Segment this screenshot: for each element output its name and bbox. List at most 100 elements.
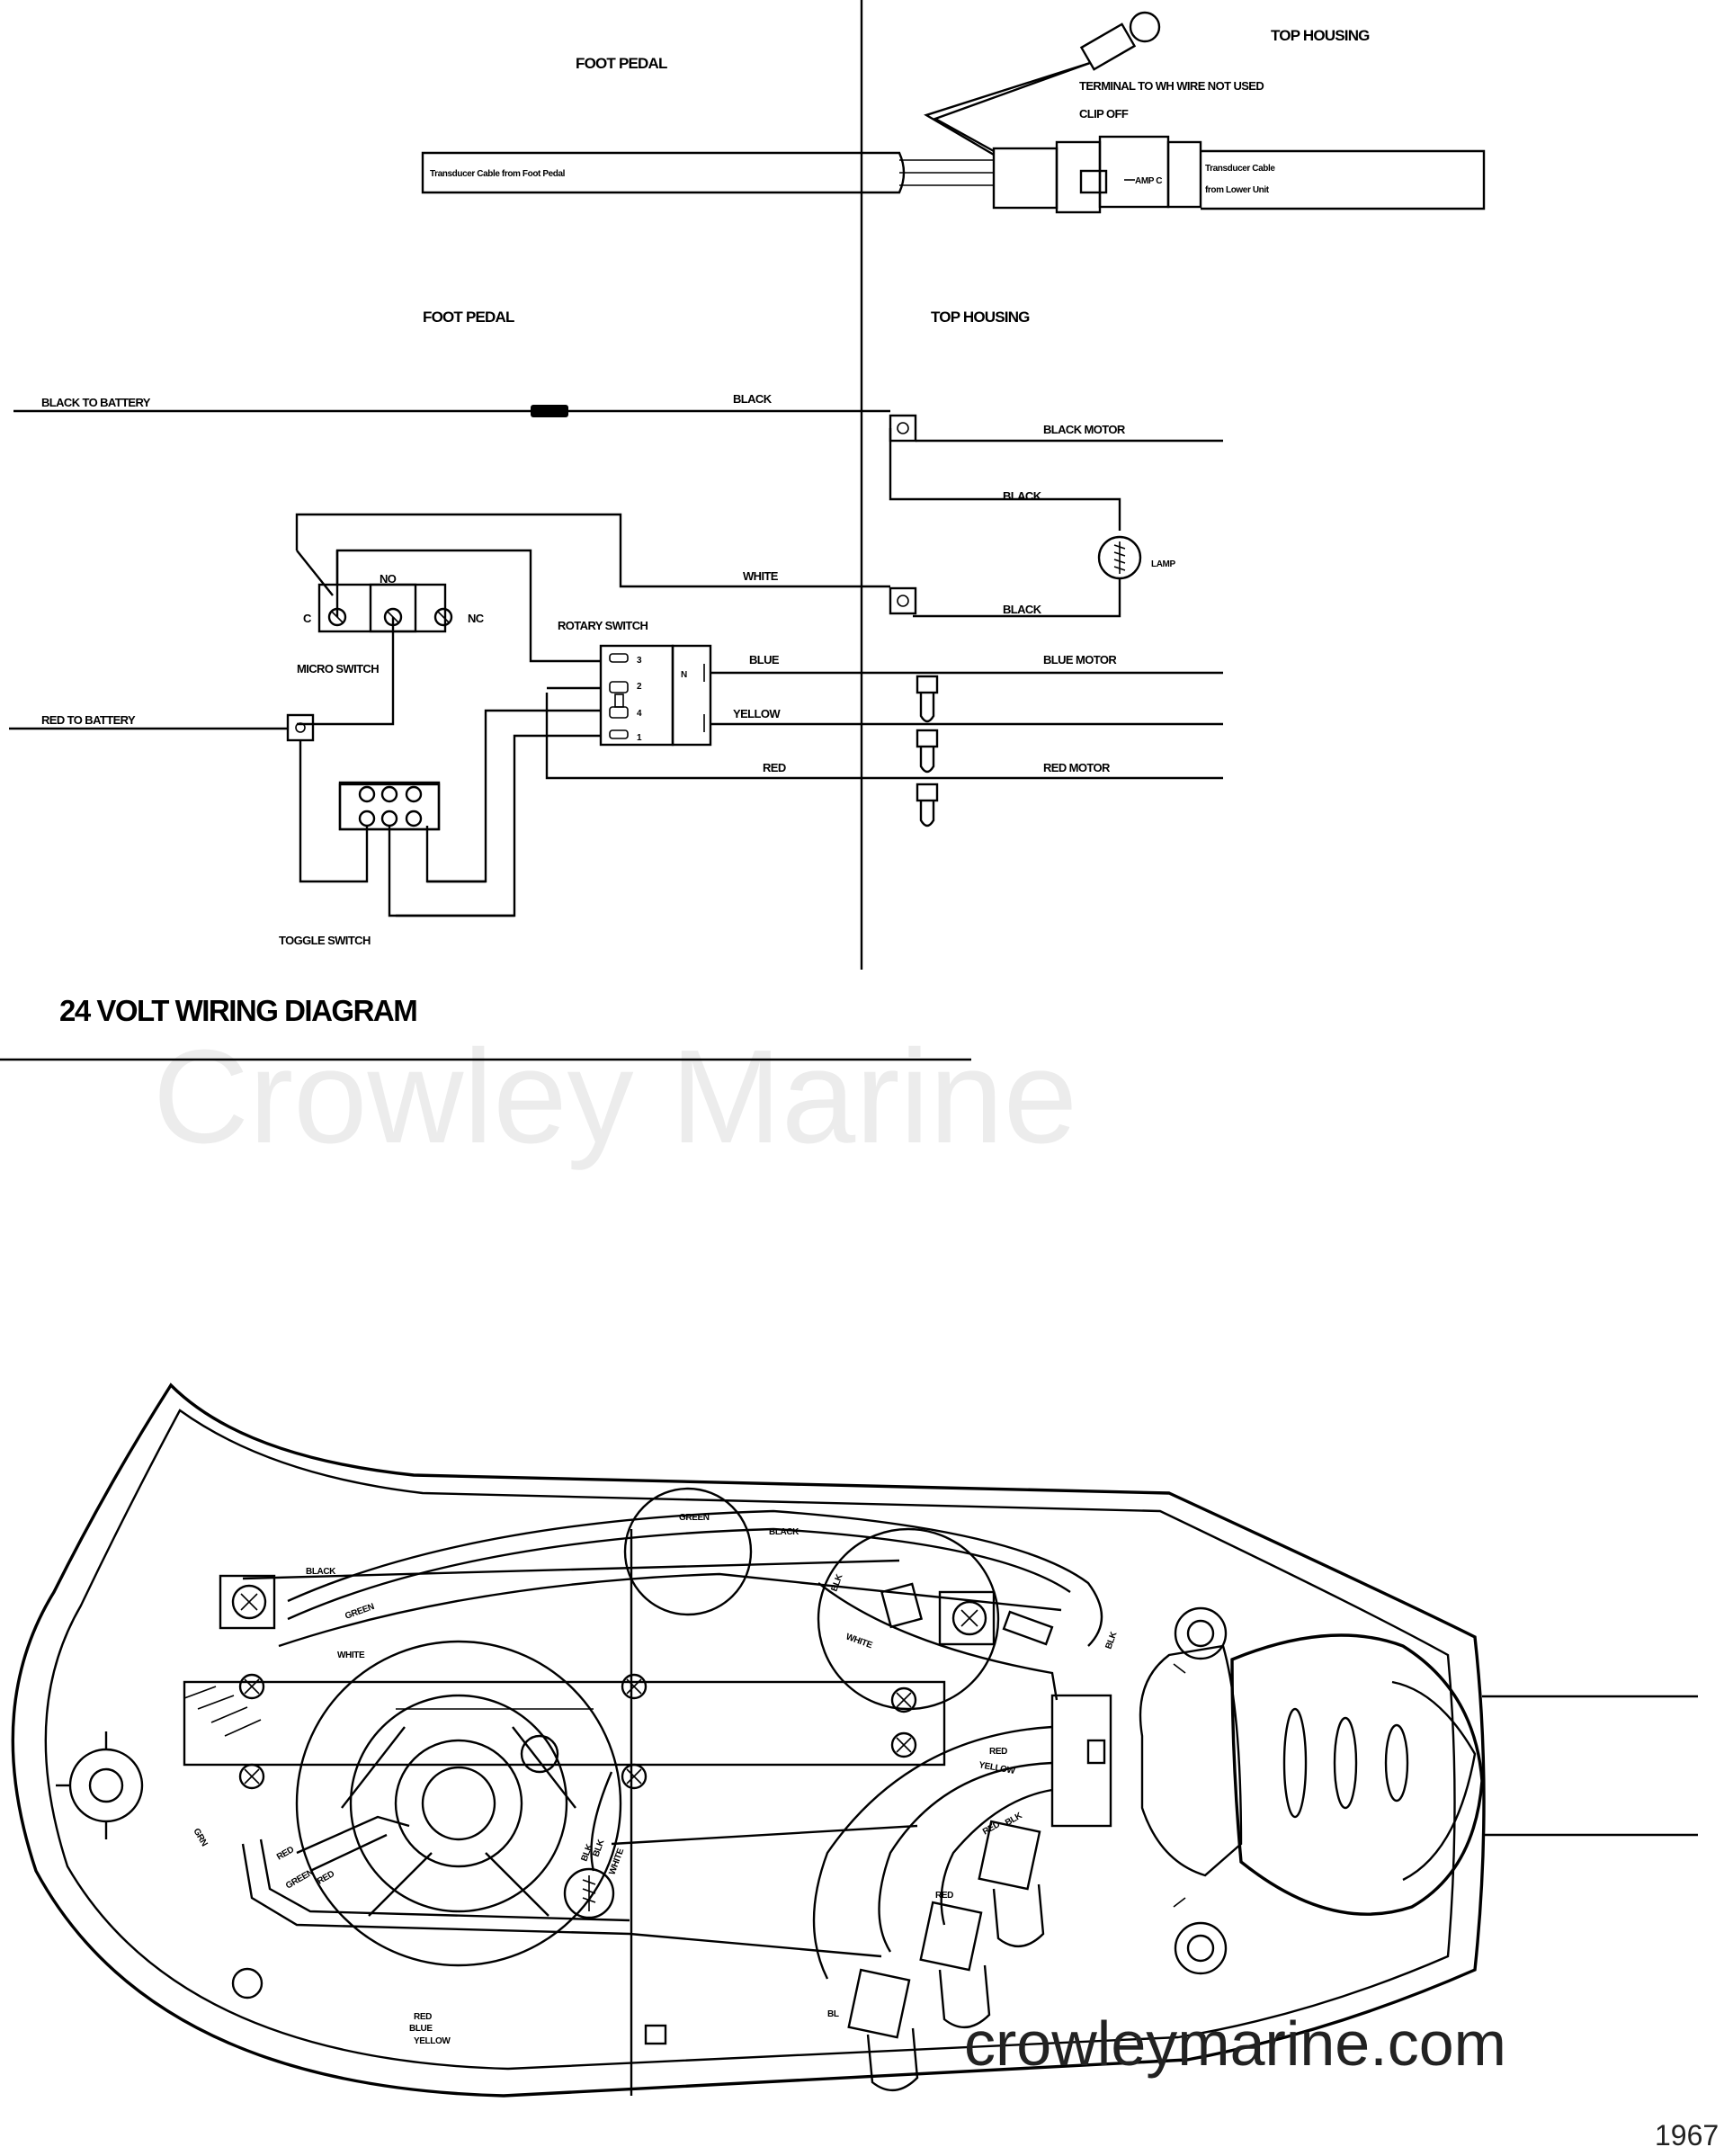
wire-blk-white-center: [590, 1771, 613, 1872]
black-motor-label: BLACK MOTOR: [1043, 423, 1126, 436]
lamp-label: LAMP: [1151, 559, 1175, 569]
terminal-screw-left: [219, 1574, 276, 1630]
wire-label-grn-left: GRN: [191, 1827, 209, 1848]
rotary-switch: [599, 644, 712, 747]
wire-white-right: [817, 1582, 1059, 1701]
mount-boss-left: [56, 1731, 144, 1839]
screw-5: [238, 1763, 265, 1790]
footer-url: crowleymarine.com: [964, 2008, 1506, 2079]
clip-off-label: CLIP OFF: [1079, 107, 1129, 121]
terminal-post-upper: [889, 414, 917, 443]
motor-lead-connector-1: [978, 1820, 1045, 1947]
mount-boss-top-right: [1173, 1606, 1228, 1674]
pinion-gear: [520, 1734, 559, 1774]
rotary-pin-4: 4: [637, 709, 642, 719]
harness-grommet: [1050, 1694, 1112, 1828]
bullet-connector-red: [916, 783, 939, 828]
grip-edge: [1391, 1680, 1477, 1882]
lamp-module: [563, 1867, 615, 1919]
red-to-toggle: [299, 740, 340, 883]
wire-label-red-b: RED: [989, 1747, 1007, 1757]
housing-shell-outer: [11, 1382, 1486, 2098]
mount-boss-bottom-left: [231, 1967, 264, 1999]
lamp-return-wire: [913, 578, 1121, 618]
housing-shell-inner: [44, 1409, 1456, 2071]
screw-6: [621, 1763, 648, 1790]
terminal-post-lower: [889, 586, 917, 615]
toggle-switch-label: TOGGLE SWITCH: [279, 934, 371, 947]
wiring-foot-pedal-header: FOOT PEDAL: [423, 309, 514, 326]
wire-to-motor-leads-3: [940, 1788, 1053, 1926]
wire-label-red-d: RED: [935, 1891, 953, 1901]
rotary-n-label: N: [681, 670, 687, 680]
wire-green-black-top: [287, 1509, 1103, 1647]
red-motor-wire: [545, 693, 1223, 780]
transducer-cable-from-lower: [1201, 149, 1486, 210]
white-wire-label: WHITE: [743, 569, 779, 583]
wire-label-white-mid: WHITE: [337, 1651, 365, 1660]
black-lamp-label: BLACK: [1003, 489, 1042, 503]
housing-illustration: GREEN BLACK BLACK GREEN WHITE BLK WHITE …: [11, 1382, 1698, 2098]
motor-hub: [421, 1766, 496, 1841]
toggle-switch: [338, 781, 441, 831]
motor-spokes: [341, 1726, 576, 1917]
wiring-top-housing-header: TOP HOUSING: [931, 309, 1030, 326]
motor-lead-connector-3: [847, 1968, 919, 2091]
motor-housing-inner: [349, 1694, 568, 1913]
mount-boss-bottom-right: [1173, 1897, 1228, 1975]
wire-label-black-left: BLACK: [306, 1567, 336, 1577]
blue-motor-label: BLUE MOTOR: [1043, 653, 1117, 666]
wire-label-green-low: GREEN: [284, 1867, 316, 1891]
right-pulley: [817, 1527, 1000, 1711]
handle-bracket: [1139, 1644, 1243, 1877]
wiring-diagram-title: 24 VOLT WIRING DIAGRAM: [59, 994, 416, 1027]
yellow-wire-label: YELLOW: [733, 707, 781, 720]
wire-label-red-bottom: RED: [414, 2012, 432, 2022]
motor-gear: [394, 1739, 523, 1868]
red-battery-terminal: [286, 713, 315, 742]
wire-label-black-top: BLACK: [769, 1527, 800, 1537]
wire-label-bl: BL: [827, 2009, 839, 2019]
wire-green-red-low: [296, 1815, 410, 1873]
micro-switch: [317, 583, 453, 633]
black-to-battery-label: BLACK TO BATTERY: [41, 396, 151, 409]
rotary-switch-label: ROTARY SWITCH: [558, 619, 648, 632]
transducer-cable-from-pedal: [421, 151, 994, 194]
rear-pulley: [623, 1487, 753, 1616]
bottom-cable-tie: [644, 2024, 667, 2045]
micro-c-angle: [296, 550, 334, 596]
red-to-battery-label: RED TO BATTERY: [41, 713, 136, 727]
rotary-pin-1: 1: [637, 733, 642, 743]
wire-label-red-a: RED: [275, 1845, 296, 1863]
red-wire-label: RED: [763, 761, 786, 774]
wire-label-blk-far: BLK: [1103, 1630, 1119, 1651]
wire-label-red-low: RED: [316, 1869, 336, 1887]
lamp-feed-wire: [889, 428, 1121, 531]
wire-label-blue-bottom: BLUE: [409, 2024, 433, 2034]
page-number: 1967: [1655, 2119, 1719, 2152]
spade-lug: [1002, 1610, 1054, 1646]
wire-to-motor-leads-2: [878, 1761, 1053, 1953]
ring-terminal: [924, 11, 1161, 157]
wire-green-black-top-2: [287, 1527, 1071, 1621]
wire-harness-bottom: [241, 1838, 882, 1958]
bullet-connector-blue: [916, 675, 939, 723]
micro-switch-label: MICRO SWITCH: [297, 662, 379, 675]
wire-white: [278, 1572, 1062, 1648]
micro-no-to-red: [297, 617, 395, 726]
red-motor-label: RED MOTOR: [1043, 761, 1111, 774]
amp-connector: [992, 135, 1202, 214]
frame-rib-middle: [611, 1824, 918, 1846]
transducer-foot-pedal-header: FOOT PEDAL: [576, 55, 667, 72]
transducer-diagram: FOOT PEDAL TOP HOUSING TERMINAL TO WH WI…: [421, 0, 1486, 970]
watermark: Crowley Marine: [153, 1023, 1077, 1171]
terminal-screw-right: [938, 1590, 996, 1646]
transducer-top-housing-header: TOP HOUSING: [1271, 27, 1370, 44]
rack-bar: [183, 1680, 946, 1767]
rack-teeth: [183, 1686, 594, 1737]
lamp: [1097, 535, 1142, 580]
rotary-pin-3: 3: [637, 656, 642, 666]
grip-slot-3: [1384, 1723, 1409, 1803]
screw-1: [238, 1673, 265, 1700]
